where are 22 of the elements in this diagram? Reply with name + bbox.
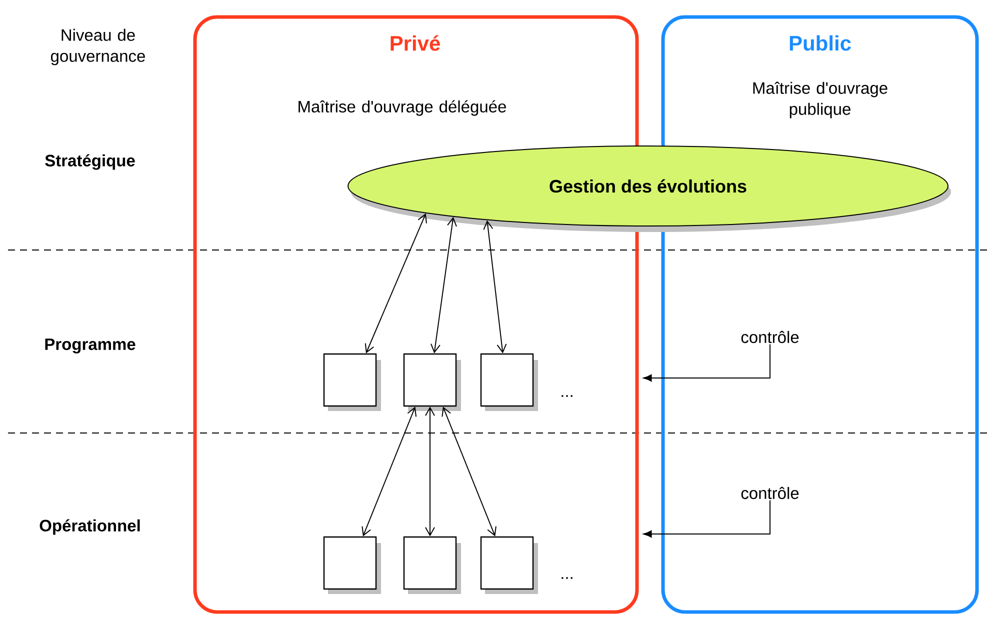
process-box xyxy=(323,536,381,594)
level-label: Programme xyxy=(45,338,136,354)
control-label: contrôle xyxy=(741,486,799,500)
ellipsis: ... xyxy=(562,395,572,397)
process-box xyxy=(480,536,538,594)
arrow xyxy=(643,344,770,382)
level-label: Opérationnel xyxy=(40,519,140,535)
arrow xyxy=(430,216,457,354)
process-box xyxy=(480,353,538,411)
process-box xyxy=(403,536,461,594)
arrow xyxy=(483,220,507,354)
level-label: Stratégique xyxy=(45,154,135,170)
process-box xyxy=(403,353,461,411)
level-heading: Niveau de gouvernance xyxy=(51,28,145,66)
arrow xyxy=(364,213,427,354)
arrow xyxy=(442,406,496,536)
arrow xyxy=(425,406,435,536)
arrow xyxy=(362,406,417,536)
control-label: contrôle xyxy=(741,330,799,344)
arrow xyxy=(643,500,770,538)
ellipsis: ... xyxy=(562,577,572,579)
process-box xyxy=(323,353,381,411)
